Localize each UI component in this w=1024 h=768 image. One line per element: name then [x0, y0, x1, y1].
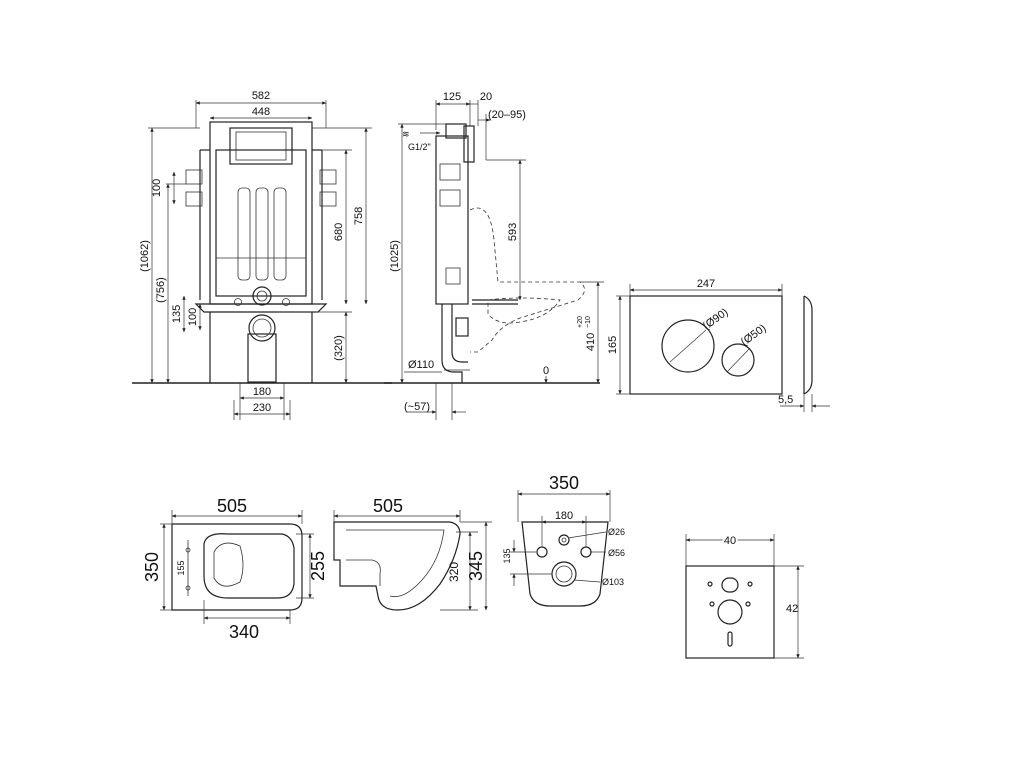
dim-rear-135: 135: [502, 548, 512, 563]
inlet-hole: [558, 534, 570, 546]
tol-plus: +20: [577, 316, 584, 328]
bowl-side-view: 505 320 345: [333, 496, 492, 611]
dim-582: 582: [252, 90, 270, 102]
dim-680: 680: [333, 223, 345, 241]
large-flush-button: [661, 319, 715, 373]
flush-plate-view: (Ø90) (Ø50) 247 165 5,5: [607, 278, 830, 412]
dim-side-320: 320: [447, 562, 461, 582]
tol-minus: −10: [585, 316, 592, 328]
gasket-outlet-hole: [717, 599, 743, 625]
dim-top-255: 255: [308, 551, 328, 581]
dim-100-lower: 100: [187, 308, 199, 326]
gasket-view: 40 42: [685, 533, 804, 659]
dim-230: 230: [253, 402, 271, 414]
gasket-slot: [727, 631, 733, 647]
dim-320: (320): [333, 335, 345, 361]
inlet-label: G1/2": [408, 142, 431, 152]
dim-rear-d56: Ø56: [608, 548, 625, 558]
dim-top-340: 340: [229, 622, 259, 642]
dim-rear-180: 180: [555, 510, 573, 522]
frame-side-view: ≋ G1/2" 125 20 (20–95) (1025) 593 410 +2…: [384, 91, 604, 420]
dim-448: 448: [252, 106, 270, 118]
flush-opening: [229, 127, 293, 165]
dim-165: 165: [607, 336, 619, 354]
dim-57: (~57): [404, 401, 430, 413]
dim-247: 247: [697, 278, 715, 290]
dim-758: 758: [353, 207, 365, 225]
dim-410: 410: [585, 333, 597, 351]
flush-plate: [629, 295, 783, 395]
zero-mark: 0: [543, 365, 549, 377]
dim-gasket-40: 40: [724, 535, 736, 547]
dim-5-5: 5,5: [778, 394, 793, 406]
dim-rear-d26: Ø26: [608, 527, 625, 537]
outlet-hole: [551, 561, 577, 587]
dim-593: 593: [507, 223, 519, 241]
fixing-hole-left: [536, 546, 548, 558]
dim-side-505: 505: [373, 496, 403, 516]
gasket-outline: [685, 565, 775, 659]
bowl-rear-view: 350 180 135 Ø26 Ø56 Ø103: [502, 473, 625, 607]
dim-1062: (1062): [139, 240, 151, 272]
dim-top-505: 505: [217, 496, 247, 516]
dim-top-350: 350: [142, 552, 162, 582]
frame-front-view: 582 448 (1062) (756) 100 135 100 680 758…: [132, 90, 392, 420]
cistern-inner: [215, 149, 307, 297]
cistern-body: [209, 121, 313, 305]
dim-1025: (1025): [389, 240, 401, 272]
fixing-hole-right: [580, 546, 592, 558]
dim-135: 135: [171, 305, 183, 323]
dim-top-155: 155: [176, 560, 186, 575]
gasket-inlet-slot: [721, 577, 739, 593]
dim-rear-d103: Ø103: [602, 577, 624, 587]
flush-opening-inner: [235, 131, 287, 161]
svg-text:≋: ≋: [402, 129, 410, 139]
bowl-top-view: 505 350 155 255 340: [142, 496, 328, 642]
dim-d90: (Ø90): [701, 306, 731, 332]
dim-gasket-42: 42: [786, 603, 798, 615]
dim-20: 20: [480, 91, 492, 103]
dim-d50: (Ø50): [739, 322, 769, 348]
dim-rear-350: 350: [549, 473, 579, 493]
frame-profile: [435, 135, 469, 305]
bowl-outline-dashed: [469, 207, 585, 353]
dim-d110: Ø110: [408, 359, 434, 371]
small-flush-button: [721, 343, 755, 377]
bowl-rear-outline: [521, 521, 609, 607]
bowl-side-outline: [333, 521, 461, 611]
dim-20-95: (20–95): [488, 109, 526, 121]
dim-180: 180: [253, 386, 271, 398]
dim-125: 125: [443, 91, 461, 103]
dim-100-upper: 100: [151, 179, 163, 197]
dim-side-345: 345: [466, 551, 486, 581]
dim-756: (756): [155, 277, 167, 303]
